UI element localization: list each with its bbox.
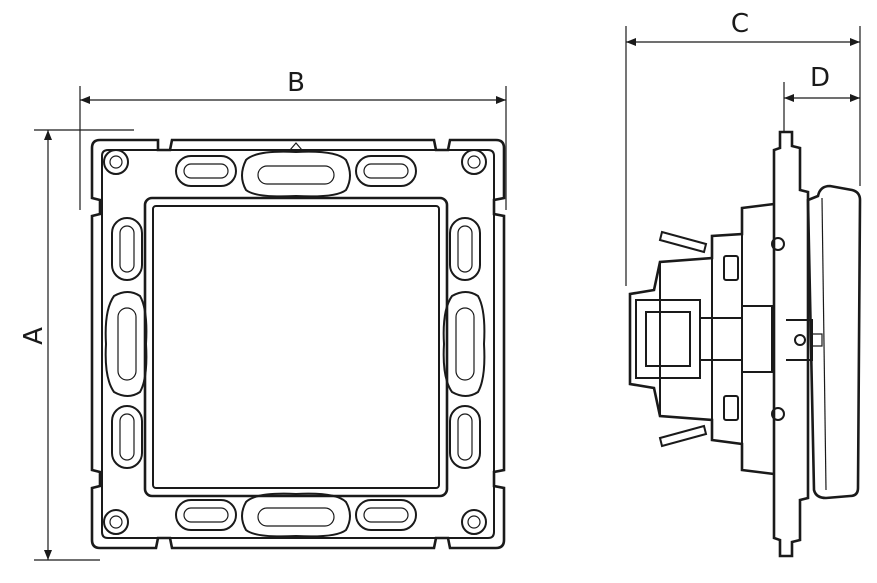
mounting-frame-outline — [90, 138, 506, 550]
dimension-d: D — [783, 63, 860, 132]
rocker-plate-outer — [143, 196, 449, 498]
dimension-label-d: D — [810, 63, 830, 93]
corner-screw-holes — [103, 149, 487, 535]
rocker-plate-inner — [152, 205, 440, 489]
left-mounting-slots — [104, 217, 148, 469]
dimension-b: B — [79, 68, 507, 210]
dimension-label-c: C — [731, 9, 749, 39]
dimension-c: C — [625, 9, 861, 286]
top-mounting-slots — [175, 142, 417, 198]
dimension-a: A — [19, 129, 134, 561]
side-spring-clips — [658, 230, 708, 448]
side-terminal-clamps — [635, 299, 701, 379]
side-mechanism-body — [628, 202, 775, 476]
mounting-frame-inner — [101, 149, 495, 539]
side-rocker-key — [806, 184, 862, 500]
dimension-label-a: A — [19, 327, 49, 345]
dimension-label-b: B — [287, 68, 305, 98]
bottom-mounting-slots — [175, 492, 417, 538]
side-view — [628, 130, 862, 558]
right-mounting-slots — [442, 217, 486, 469]
front-view — [90, 138, 506, 550]
